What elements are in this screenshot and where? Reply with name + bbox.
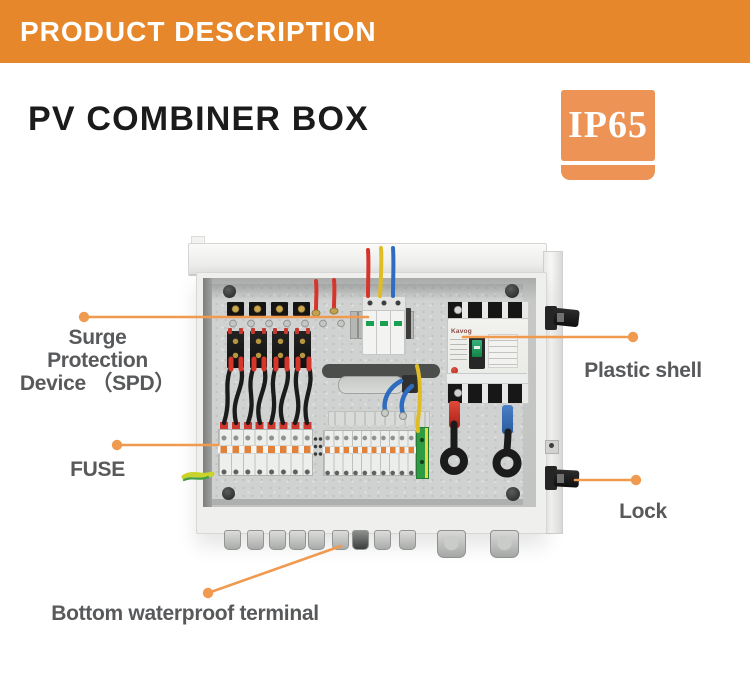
callout-spd-line1: Surge <box>68 326 127 349</box>
fuse-caps <box>218 422 313 431</box>
breaker-blue-boot <box>502 405 513 434</box>
banner-title: PRODUCT DESCRIPTION <box>20 16 377 47</box>
string-terminal-block <box>294 328 311 368</box>
cable-gland <box>332 530 349 550</box>
breaker-red-boot <box>449 401 460 428</box>
ground-terminal <box>416 427 429 479</box>
cable-gland <box>247 530 264 550</box>
terminal-caps <box>323 425 416 432</box>
din-terminal-row <box>323 425 416 480</box>
breaker-brand-label: Kavog <box>451 328 472 335</box>
string-terminal-block <box>250 328 267 368</box>
surge-protection-device <box>362 296 406 355</box>
cable-gland <box>224 530 241 550</box>
backplate-slot-handle <box>338 376 404 394</box>
section-banner: PRODUCT DESCRIPTION <box>0 0 750 63</box>
backplate-slot <box>322 364 440 378</box>
breaker-indicator-dot <box>451 367 458 374</box>
leader-dot-shell <box>627 331 639 343</box>
opening-shadow <box>203 278 212 507</box>
fuse-top-screws <box>218 434 313 442</box>
breaker-rating-panel <box>488 334 518 368</box>
terminal-bottom-screws <box>323 469 416 477</box>
rail-mount-holes <box>313 436 323 458</box>
string-terminal-block <box>227 328 244 368</box>
input-terminal-block <box>271 302 288 316</box>
leader-line-terminal <box>206 544 343 595</box>
input-terminal-block <box>227 302 244 316</box>
knockout-hole <box>223 285 236 298</box>
string-terminal-block <box>272 328 289 368</box>
backplate-bottom-shadow <box>212 499 523 505</box>
leader-dot-terminal <box>202 587 214 599</box>
callout-plastic-shell: Plastic shell <box>584 359 702 382</box>
cable-gland <box>308 530 325 550</box>
ip-rating-badge: IP65 <box>561 90 655 161</box>
cable-gland <box>289 530 306 550</box>
din-rail-end-clip <box>402 308 411 339</box>
input-terminal-block <box>293 302 310 316</box>
cable-gland <box>399 530 416 550</box>
lock-latch-stripe <box>557 474 564 483</box>
knockout-hole <box>506 487 520 501</box>
terminal-label-band <box>323 446 416 454</box>
slot-clip <box>402 375 418 393</box>
page-title: PV COMBINER BOX <box>28 100 370 138</box>
breaker-top-terminals <box>447 301 529 320</box>
cable-gland-large <box>490 530 519 558</box>
fuse-label-band <box>218 445 313 454</box>
ip-rating-badge-underline <box>561 165 655 180</box>
callout-lock: Lock <box>619 500 667 523</box>
callout-bottom-terminal: Bottom waterproof terminal <box>51 602 319 625</box>
callout-spd: Surge Protection Device （SPD） <box>15 326 180 395</box>
cable-gland <box>269 530 286 550</box>
washer-row <box>224 318 366 329</box>
breaker-lower-strip <box>447 373 527 384</box>
cable-gland <box>352 530 369 550</box>
input-terminal-block <box>249 302 266 316</box>
hinge-pin <box>549 443 554 448</box>
cable-gland <box>374 530 391 550</box>
callout-fuse: FUSE <box>70 458 125 481</box>
leader-dot-spd <box>78 311 90 323</box>
lock-latch-stripe <box>557 313 564 322</box>
callout-spd-line3: Device （SPD） <box>19 372 176 395</box>
knockout-hole <box>222 487 235 500</box>
breaker-toggle-mark <box>474 346 480 349</box>
callout-spd-line2: Protection <box>47 349 148 372</box>
leader-dot-lock <box>630 474 642 486</box>
breaker-spec-text <box>450 339 467 361</box>
breaker-bottom-terminals <box>447 383 529 404</box>
fuse-holder-row <box>218 422 313 480</box>
leader-dot-fuse <box>111 439 123 451</box>
terminal-top-screws <box>323 434 416 442</box>
knockout-hole <box>505 284 519 298</box>
fuse-bottom-screws <box>218 468 313 476</box>
cable-gland-large <box>437 530 466 558</box>
